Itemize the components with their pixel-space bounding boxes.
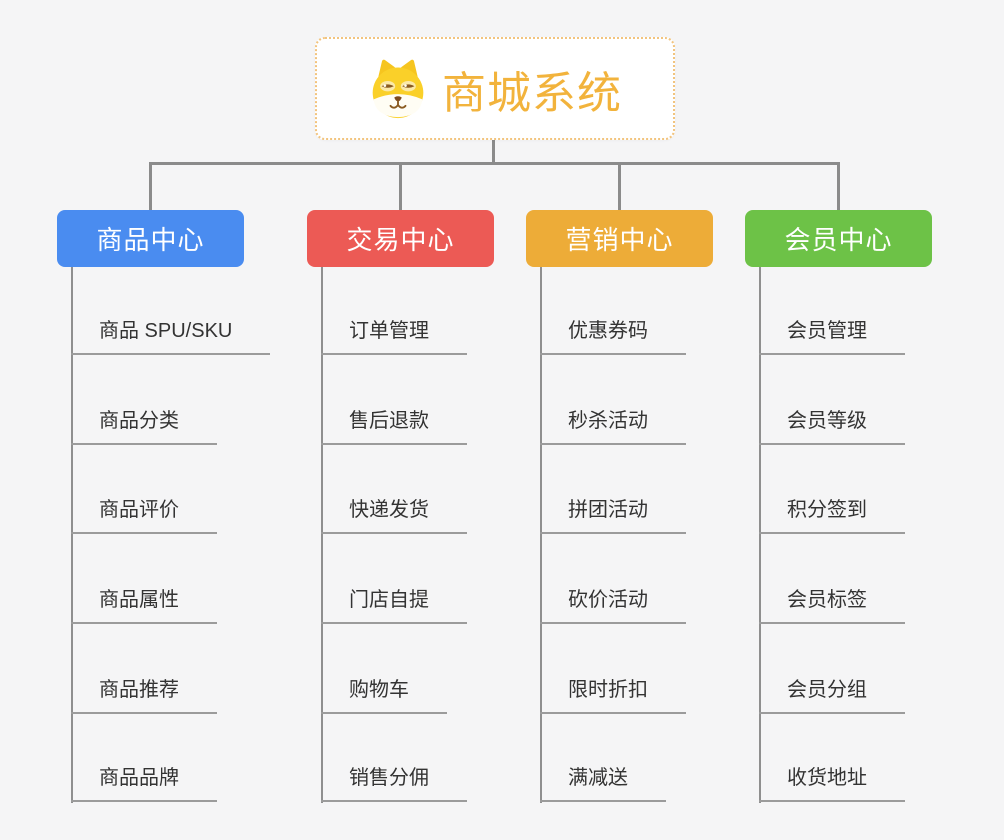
leaf-node[interactable]: 会员等级	[759, 405, 905, 445]
connector-drop-trade	[399, 162, 402, 211]
leaf-node[interactable]: 快递发货	[321, 494, 467, 534]
branch-label: 营销中心	[565, 225, 674, 255]
leaf-node[interactable]: 订单管理	[321, 315, 467, 355]
branch-label: 会员中心	[784, 225, 893, 255]
root-node[interactable]: 商城系统	[315, 37, 675, 140]
leaf-node[interactable]: 商品品牌	[71, 762, 217, 802]
leaf-node[interactable]: 商品 SPU/SKU	[71, 315, 271, 355]
leaf-node[interactable]: 商品推荐	[71, 674, 217, 714]
leaf-node[interactable]: 购物车	[321, 674, 447, 714]
leaf-node[interactable]: 会员分组	[759, 674, 905, 714]
leaf-node[interactable]: 秒杀活动	[540, 405, 686, 445]
leaf-node[interactable]: 商品属性	[71, 584, 217, 624]
leaf-node[interactable]: 优惠券码	[540, 315, 686, 355]
branch-label: 商品中心	[96, 225, 205, 255]
root-title: 商城系统	[442, 68, 622, 118]
leaf-node[interactable]: 商品评价	[71, 494, 217, 534]
leaf-node[interactable]: 商品分类	[71, 405, 217, 445]
connector-branch-line-marketing	[540, 267, 542, 803]
connector-drop-product	[149, 162, 152, 211]
connector-branch-line-trade	[321, 267, 323, 803]
connector-branch-line-member	[759, 267, 761, 803]
leaf-node[interactable]: 门店自提	[321, 584, 467, 624]
leaf-node[interactable]: 满减送	[540, 762, 666, 802]
leaf-node[interactable]: 销售分佣	[321, 762, 467, 802]
leaf-node[interactable]: 售后退款	[321, 405, 467, 445]
leaf-node[interactable]: 限时折扣	[540, 674, 686, 714]
connector-bus	[149, 162, 840, 165]
leaf-node[interactable]: 收货地址	[759, 762, 905, 802]
connector-drop-member	[837, 162, 840, 211]
connector-drop-marketing	[618, 162, 621, 211]
branch-node-trade-center[interactable]: 交易中心	[307, 210, 494, 267]
leaf-node[interactable]: 会员管理	[759, 315, 905, 355]
dog-icon	[372, 59, 424, 118]
branch-label: 交易中心	[346, 225, 455, 255]
leaf-node[interactable]: 积分签到	[759, 494, 905, 534]
branch-node-member-center[interactable]: 会员中心	[745, 210, 932, 267]
branch-node-product-center[interactable]: 商品中心	[57, 210, 244, 267]
branch-node-marketing-center[interactable]: 营销中心	[526, 210, 713, 267]
leaf-node[interactable]: 砍价活动	[540, 584, 686, 624]
leaf-node[interactable]: 拼团活动	[540, 494, 686, 534]
connector-branch-line-product	[71, 267, 73, 803]
leaf-node[interactable]: 会员标签	[759, 584, 905, 624]
connector-root-stem	[492, 140, 495, 164]
